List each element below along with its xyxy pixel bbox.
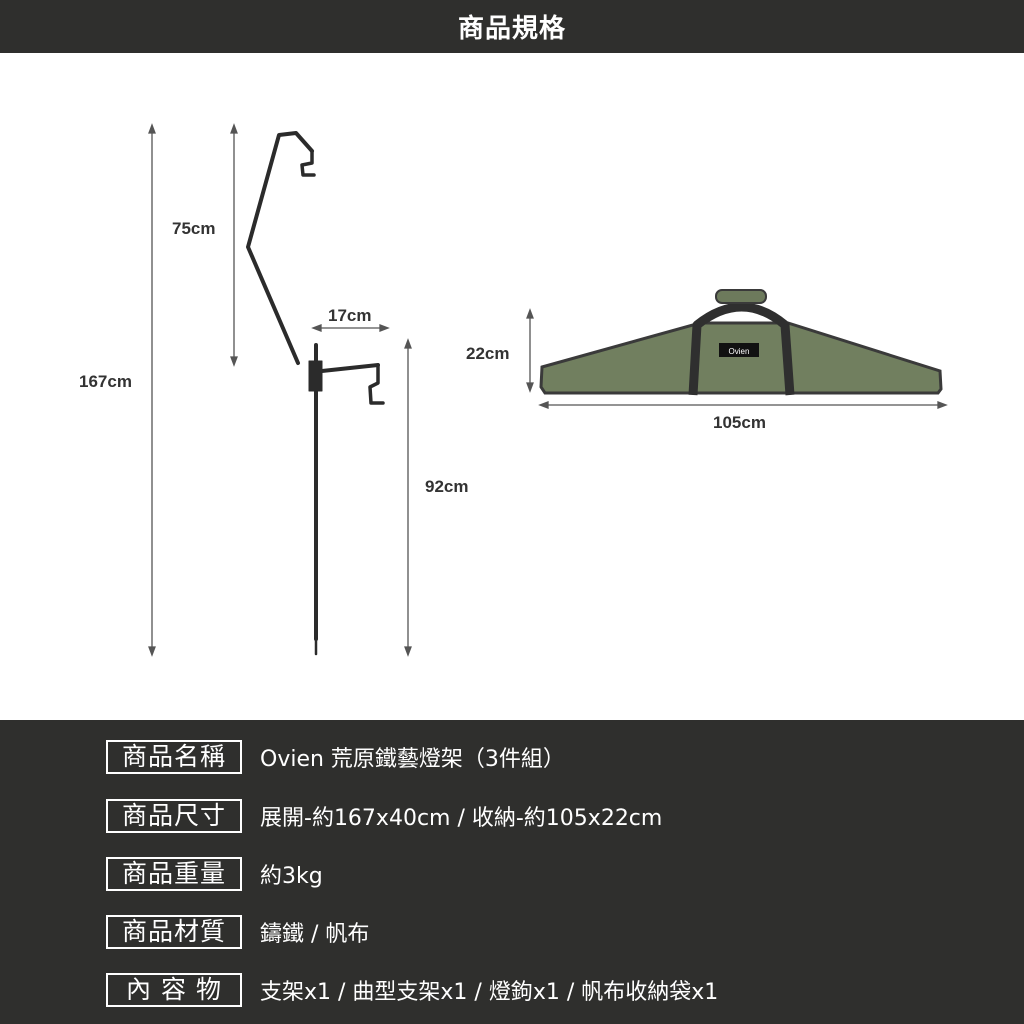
spec-key: 商品尺寸 xyxy=(106,799,242,833)
label-22cm: 22cm xyxy=(466,344,510,363)
bag-dimension-lines xyxy=(526,308,948,409)
brand-tag-icon xyxy=(719,343,759,357)
storage-bag-illustration: Ovien xyxy=(539,289,943,396)
spec-value: 鑄鐵 / 帆布 xyxy=(260,922,370,947)
spec-value: 展開-約167x40cm / 收納-約105x22cm xyxy=(260,806,663,831)
lower-hook-icon xyxy=(368,363,385,405)
side-arm xyxy=(320,363,380,373)
bag-body xyxy=(539,321,943,395)
spec-row-weight: 商品重量 約3kg xyxy=(106,854,323,894)
page-title: 商品規格 xyxy=(457,14,566,44)
spec-row-contents: 內 容 物 支架x1 / 曲型支架x1 / 燈鉤x1 / 帆布收納袋x1 xyxy=(106,970,718,1010)
spec-value: 支架x1 / 曲型支架x1 / 燈鉤x1 / 帆布收納袋x1 xyxy=(260,980,719,1005)
handle-pad xyxy=(715,289,767,304)
bag-handle xyxy=(688,302,795,396)
brand-tag-text: Ovien xyxy=(729,347,750,356)
label-167cm: 167cm xyxy=(79,372,132,391)
upper-hook-icon xyxy=(300,149,316,177)
spec-key: 商品名稱 xyxy=(106,740,242,774)
lantern-stand-illustration xyxy=(246,131,385,656)
spec-key: 商品材質 xyxy=(106,915,242,949)
label-75cm: 75cm xyxy=(172,219,216,238)
curved-stand xyxy=(246,131,314,365)
pole-bracket xyxy=(308,360,323,392)
spec-row-material: 商品材質 鑄鐵 / 帆布 xyxy=(106,912,369,952)
spec-key: 商品重量 xyxy=(106,857,242,891)
spec-key: 內 容 物 xyxy=(106,973,242,1007)
header-bar: 商品規格 xyxy=(0,0,1024,53)
product-diagram: Ovien 167cm 75cm 17cm 92cm 22cm 105cm xyxy=(0,53,1024,720)
spec-row-size: 商品尺寸 展開-約167x40cm / 收納-約105x22cm xyxy=(106,796,662,836)
label-17cm: 17cm xyxy=(328,306,372,325)
spec-value: Ovien 荒原鐵藝燈架（3件組） xyxy=(260,747,565,772)
dimension-drawing: Ovien xyxy=(148,123,948,657)
spec-value: 約3kg xyxy=(260,864,323,889)
spec-row-name: 商品名稱 Ovien 荒原鐵藝燈架（3件組） xyxy=(106,737,565,777)
stand-dimension-lines xyxy=(148,123,412,657)
label-105cm: 105cm xyxy=(713,413,766,432)
label-92cm: 92cm xyxy=(425,477,469,496)
spec-panel: 商品名稱 Ovien 荒原鐵藝燈架（3件組） 商品尺寸 展開-約167x40cm… xyxy=(0,720,1024,1024)
